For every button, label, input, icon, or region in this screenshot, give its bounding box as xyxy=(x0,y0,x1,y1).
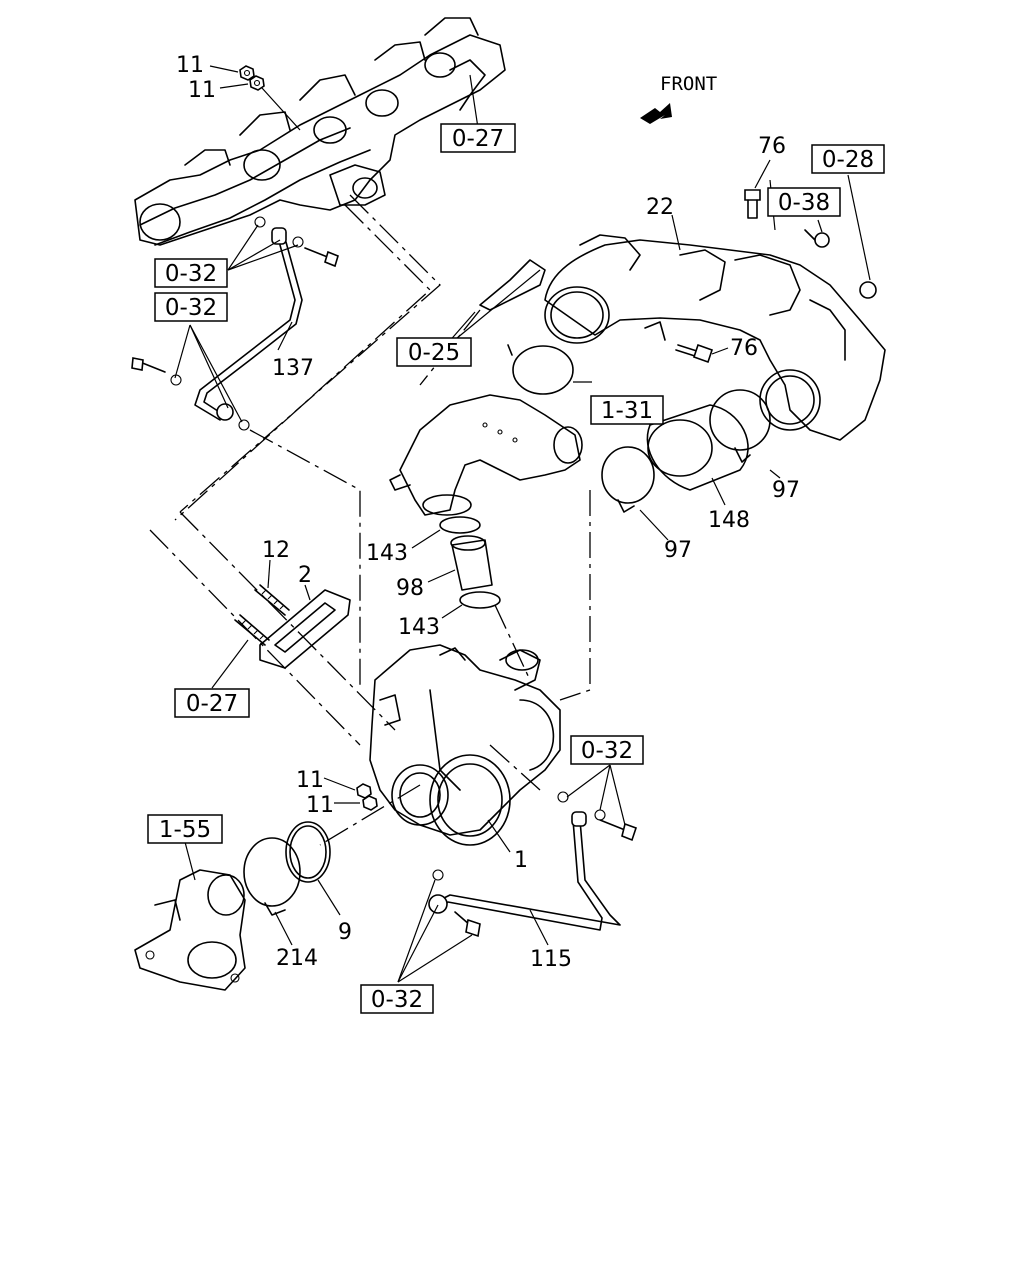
ref-label: 1-31 xyxy=(601,398,653,424)
gasket-2 xyxy=(259,589,351,669)
ref-box-1-55[interactable]: 1-55 xyxy=(147,814,223,844)
part-number-11-b: 11 xyxy=(188,78,216,103)
ref-box-0-32-c[interactable]: 0-32 xyxy=(570,735,644,765)
turbocharger-1 xyxy=(369,644,561,846)
bolt-76-a xyxy=(744,189,761,219)
part-number-11-d: 11 xyxy=(306,793,334,818)
ref-box-1-31[interactable]: 1-31 xyxy=(590,395,664,425)
ref-box-0-25[interactable]: 0-25 xyxy=(396,337,472,367)
clamp-97-a xyxy=(709,389,771,463)
hose-148 xyxy=(646,404,749,491)
clip-0-38 xyxy=(804,229,830,248)
outlet-elbow-1-55 xyxy=(134,869,246,991)
clamp-214 xyxy=(243,837,301,916)
part-number-148: 148 xyxy=(708,508,750,533)
hose-98 xyxy=(450,535,493,591)
ref-box-0-32-d[interactable]: 0-32 xyxy=(360,984,434,1014)
ref-label: 0-28 xyxy=(822,147,874,173)
part-number-143-a: 143 xyxy=(366,541,408,566)
part-number-11-a: 11 xyxy=(176,53,204,78)
ref-label: 1-55 xyxy=(159,817,211,843)
nut-11-c xyxy=(356,783,372,799)
bolt-76-b xyxy=(675,343,714,364)
ref-box-0-28[interactable]: 0-28 xyxy=(811,144,885,174)
ref-label: 0-38 xyxy=(778,190,830,216)
clip-0-28 xyxy=(859,281,877,299)
bolt-0-32-c xyxy=(557,791,638,842)
part-number-1: 1 xyxy=(514,848,528,873)
part-number-97-a: 97 xyxy=(772,478,800,503)
nut-11-b xyxy=(249,75,265,91)
part-number-12: 12 xyxy=(262,538,290,563)
ref-label: 0-32 xyxy=(165,261,217,287)
nut-11-d xyxy=(362,795,378,811)
ref-box-0-32-a[interactable]: 0-32 xyxy=(154,258,228,288)
oil-pipe-137 xyxy=(194,227,303,421)
intake-pipe-22 xyxy=(479,234,886,441)
ref-label: 0-32 xyxy=(165,295,217,321)
ref-box-0-38[interactable]: 0-38 xyxy=(767,187,841,217)
part-number-137: 137 xyxy=(272,356,314,381)
part-number-143-b: 143 xyxy=(398,615,440,640)
front-label: FRONT xyxy=(660,73,717,95)
ref-label: 0-32 xyxy=(581,738,633,764)
clamp-1-31 xyxy=(507,344,574,395)
bolt-0-32-b xyxy=(131,357,250,431)
stud-12-a xyxy=(254,584,290,616)
ref-label: 0-32 xyxy=(371,987,423,1013)
ref-label: 0-25 xyxy=(408,340,460,366)
part-number-76-a: 76 xyxy=(758,134,786,159)
clamp-143-b xyxy=(459,591,501,609)
seal-ring-9 xyxy=(285,821,331,883)
part-number-115: 115 xyxy=(530,947,572,972)
front-arrow-icon xyxy=(640,103,672,124)
stud-12-b xyxy=(234,614,270,646)
oil-pipe-115 xyxy=(428,811,621,931)
part-number-98: 98 xyxy=(396,576,424,601)
ref-box-0-32-b[interactable]: 0-32 xyxy=(154,292,228,322)
intake-elbow xyxy=(389,394,583,516)
ref-label: 0-27 xyxy=(452,126,504,152)
clamp-97-b xyxy=(601,446,655,513)
bolt-0-32-a xyxy=(254,216,339,268)
front-indicator: FRONT xyxy=(640,73,717,124)
part-number-9: 9 xyxy=(338,920,352,945)
ref-box-0-27-top[interactable]: 0-27 xyxy=(440,123,516,153)
ref-box-0-27-mid[interactable]: 0-27 xyxy=(174,688,250,718)
ref-label: 0-27 xyxy=(186,691,238,717)
part-number-11-c: 11 xyxy=(296,768,324,793)
bolt-0-32-d xyxy=(454,911,481,938)
clamp-143-a xyxy=(439,516,481,534)
nut-11-a xyxy=(239,65,255,81)
part-number-214: 214 xyxy=(276,946,318,971)
part-number-2: 2 xyxy=(298,563,312,588)
part-number-22: 22 xyxy=(646,195,674,220)
part-number-97-b: 97 xyxy=(664,538,692,563)
part-number-76-b: 76 xyxy=(730,336,758,361)
exhaust-manifold xyxy=(134,17,506,246)
